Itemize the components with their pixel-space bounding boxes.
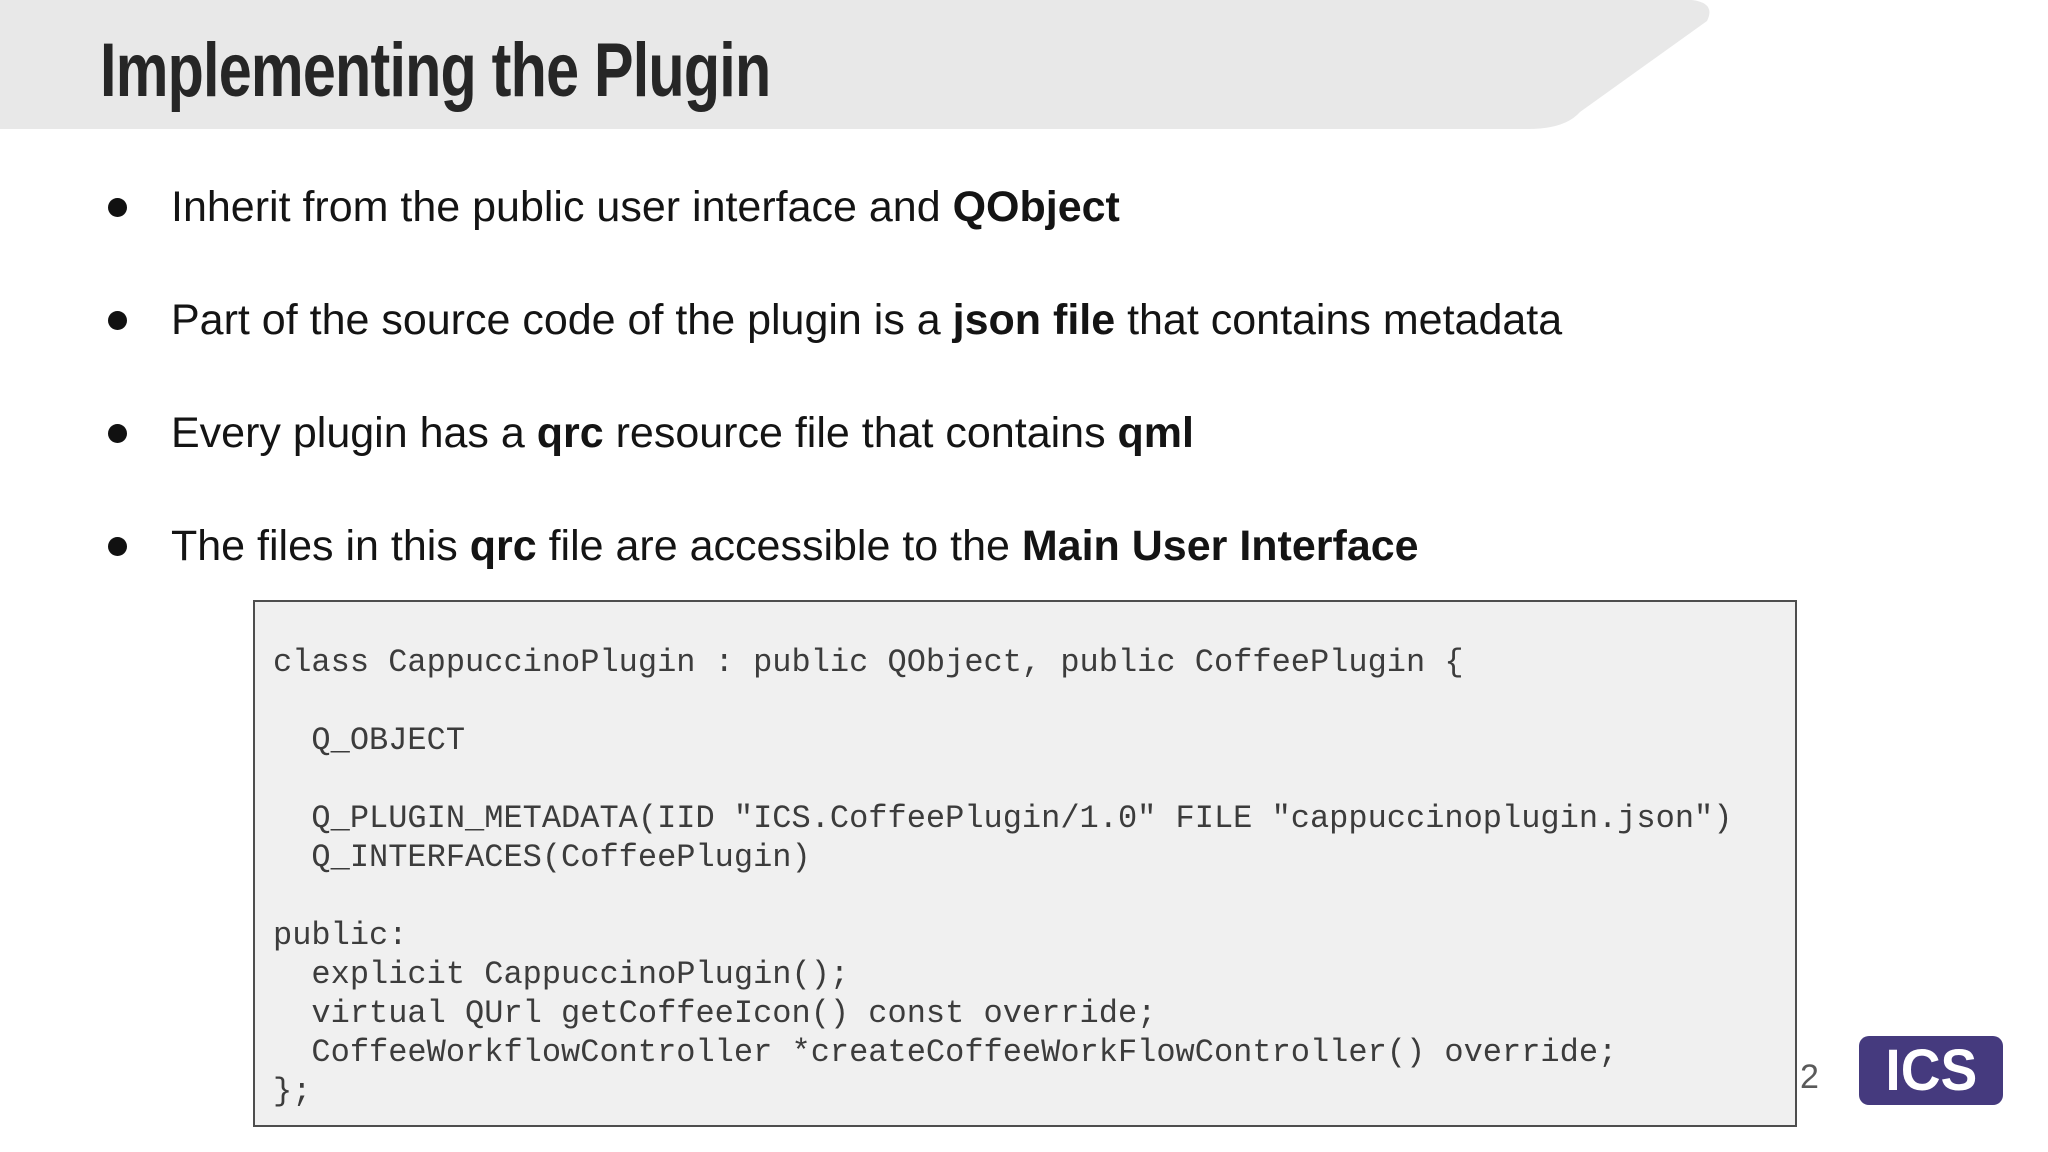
bullet-dot-icon: [108, 311, 127, 330]
bullet-dot-icon: [108, 424, 127, 443]
ics-logo-text: ICS: [1885, 1038, 1977, 1103]
code-line: };: [273, 1073, 312, 1110]
code-box: class CappuccinoPlugin : public QObject,…: [253, 600, 1797, 1127]
page-title: Implementing the Plugin: [100, 28, 771, 113]
bullet-text: Every plugin has a qrc resource file tha…: [171, 409, 1194, 457]
bullet-item: Inherit from the public user interface a…: [108, 180, 1562, 234]
bullet-text: Inherit from the public user interface a…: [171, 183, 1120, 231]
code-line: Q_PLUGIN_METADATA(IID "ICS.CoffeePlugin/…: [273, 800, 1733, 837]
code-line: Q_INTERFACES(CoffeePlugin): [273, 839, 811, 876]
bullet-dot-icon: [108, 198, 127, 217]
code-line: Q_OBJECT: [273, 722, 466, 759]
header-banner: [0, 0, 1710, 129]
code-line: explicit CappuccinoPlugin();: [273, 956, 850, 993]
code-line: class CappuccinoPlugin : public QObject,…: [273, 644, 1464, 681]
bullet-list: Inherit from the public user interface a…: [108, 180, 1562, 632]
code-block: class CappuccinoPlugin : public QObject,…: [273, 643, 1795, 1111]
code-line: public:: [273, 917, 408, 954]
code-line: [273, 682, 1795, 721]
code-line: CoffeeWorkflowController *createCoffeeWo…: [273, 1034, 1618, 1071]
bullet-dot-icon: [108, 537, 127, 556]
bullet-item: Part of the source code of the plugin is…: [108, 293, 1562, 347]
bullet-text: The files in this qrc file are accessibl…: [171, 522, 1419, 570]
ics-logo: ICS: [1859, 1036, 2003, 1105]
code-line: [273, 877, 1795, 916]
bullet-item: The files in this qrc file are accessibl…: [108, 519, 1562, 573]
code-line: [273, 760, 1795, 799]
code-line: virtual QUrl getCoffeeIcon() const overr…: [273, 995, 1157, 1032]
page-number: 2: [1800, 1058, 1819, 1096]
bullet-text: Part of the source code of the plugin is…: [171, 296, 1563, 344]
bullet-item: Every plugin has a qrc resource file tha…: [108, 406, 1562, 460]
